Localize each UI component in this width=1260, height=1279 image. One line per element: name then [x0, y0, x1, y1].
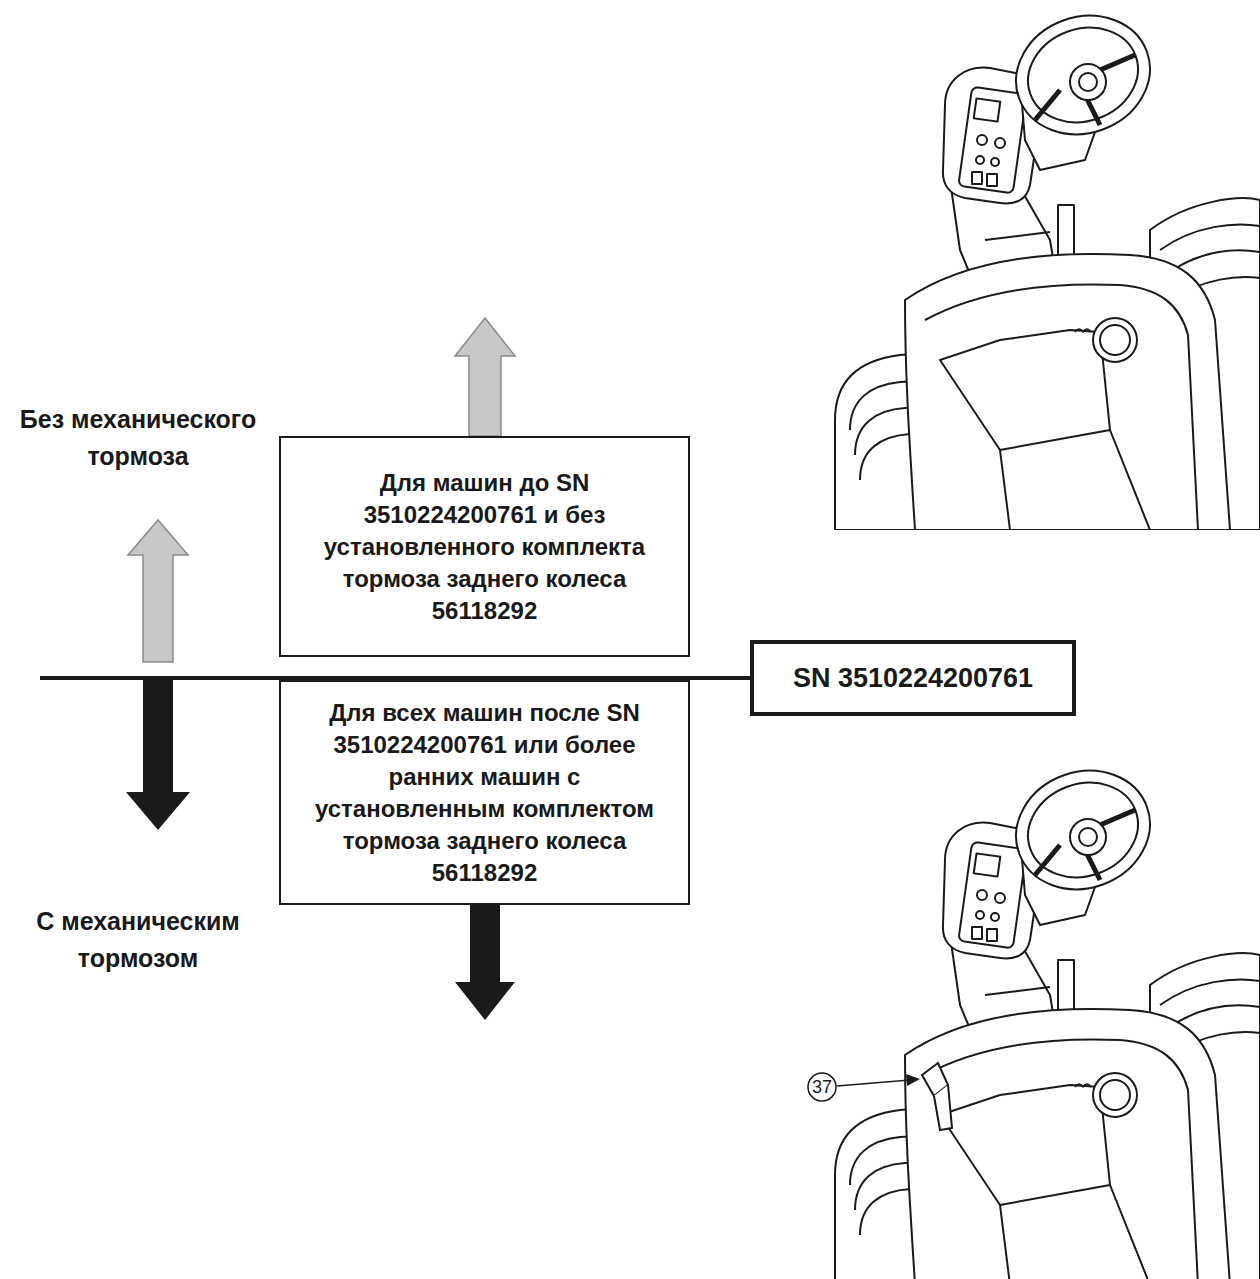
- condition-box: Для машин до SN 3510224200761 и без уста…: [279, 436, 690, 657]
- serial-number-box: SN 3510224200761: [750, 640, 1076, 716]
- down-arrow: [126, 680, 190, 830]
- leader-line: [837, 1080, 910, 1086]
- condition-box: Для всех машин после SN 3510224200761 ил…: [279, 680, 690, 905]
- up-arrow: [128, 520, 188, 662]
- box-text: Для всех машин после SN 3510224200761 ил…: [281, 689, 688, 897]
- machine-without-brake: [835, 0, 1260, 530]
- box-text: SN 3510224200761: [779, 654, 1047, 702]
- machine-with-brake: [835, 752, 1260, 1279]
- leader-arrowhead: [906, 1074, 920, 1086]
- down-arrow: [455, 905, 515, 1020]
- up-arrow: [455, 318, 515, 436]
- state-label: С механическим тормозом: [3, 903, 273, 977]
- callout-circle: [808, 1073, 836, 1101]
- box-text: Для машин до SN 3510224200761 и без уста…: [281, 459, 688, 635]
- state-label: Без механического тормоза: [3, 401, 273, 475]
- callout-number: 37: [809, 1077, 835, 1097]
